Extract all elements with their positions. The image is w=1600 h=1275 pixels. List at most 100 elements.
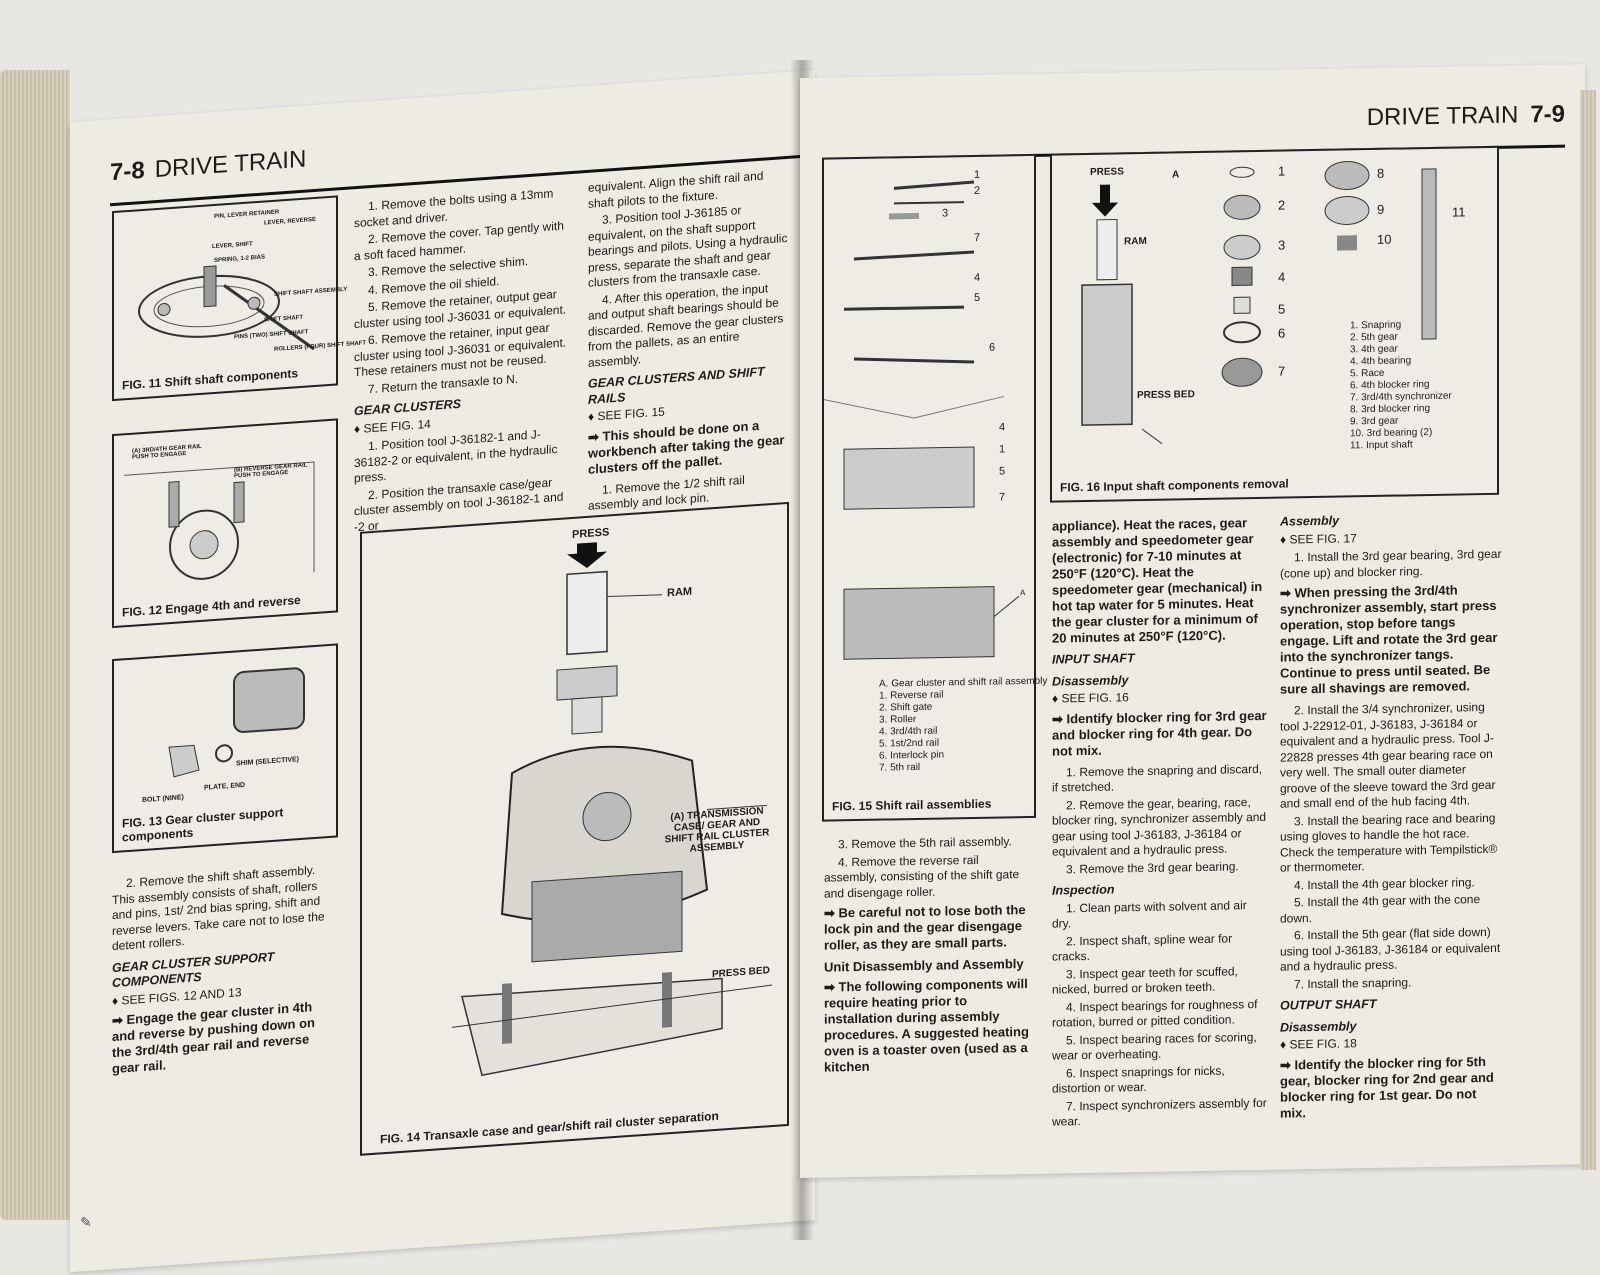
fig16-label-press-bed: PRESS BED [1137, 389, 1195, 402]
fig13-drawing [168, 667, 305, 778]
right-col3-step-3: 3. Install the bearing race and bearing … [1280, 810, 1498, 875]
left-col3-step-2: 3. Position tool J-36185 or equivalent, … [588, 203, 788, 290]
left-col1-text: 2. Remove the shift shaft assembly. This… [112, 861, 337, 1083]
right-col1-heading: Unit Disassembly and Assembly [824, 956, 1024, 975]
right-col2-heading-inspection: Inspection [1052, 882, 1115, 898]
right-col2-step-3: 3. Remove the 3rd gear bearing. [1066, 858, 1239, 876]
fig12-caption: FIG. 12 Engage 4th and reverse [122, 592, 301, 620]
page-edges-right [1580, 90, 1596, 1170]
right-col3-see: ♦ SEE FIG. 17 [1280, 530, 1357, 547]
page-edges-left [0, 70, 70, 1220]
fig14-caption: FIG. 14 Transaxle case and gear/shift ra… [380, 1108, 719, 1147]
fig16-callout-11: 11 [1452, 204, 1466, 220]
fig15-callout-7: 7 [974, 231, 981, 244]
fig16-label-a: A [1172, 169, 1180, 181]
fig16-legend-item: 11. Input shaft [1350, 439, 1413, 452]
right-col3-heading-output-shaft: OUTPUT SHAFT [1280, 996, 1377, 1013]
right-col3-step-1: 1. Install the 3rd gear bearing, 3rd gea… [1280, 546, 1502, 581]
right-col3-note2: ➡ Identify the blocker ring for 5th gear… [1280, 1053, 1494, 1121]
right-col3-heading-assembly: Assembly [1280, 513, 1340, 529]
fig16-callout-2: 2 [1278, 197, 1286, 213]
right-col1-note: ➡ Be careful not to lose both the lock p… [824, 902, 1026, 953]
right-col3-step-7: 7. Install the snapring. [1294, 974, 1412, 991]
right-col2-heading-input-shaft: INPUT SHAFT [1052, 651, 1135, 667]
fig11-drawing [138, 265, 315, 351]
fig14-label-ram: RAM [667, 585, 693, 600]
right-col3-heading-disassembly: Disassembly [1280, 1018, 1357, 1035]
right-col2-see: ♦ SEE FIG. 16 [1052, 690, 1129, 706]
right-col1-text: 3. Remove the 5th rail assembly. 4. Remo… [824, 834, 1034, 1081]
left-page-number: 7-8 [110, 156, 145, 187]
fig15-caption: FIG. 15 Shift rail assemblies [832, 796, 992, 814]
fig15-drawing [823, 180, 1020, 660]
right-page: DRIVE TRAIN 7-9 1 2 3 7 4 5 [800, 64, 1585, 1179]
right-col3-text: Assembly ♦ SEE FIG. 17 1. Install the 3r… [1280, 511, 1505, 1127]
right-col2-heating-text: appliance). Heat the races, gear assembl… [1052, 515, 1263, 646]
fig15-callout-5: 5 [974, 291, 981, 304]
fig16-callout-3: 3 [1278, 237, 1286, 253]
fig16-callout-5: 5 [1278, 301, 1286, 317]
fig16-callout-6: 6 [1278, 325, 1286, 341]
right-col2-step-2: 2. Remove the gear, bearing, race, block… [1052, 794, 1267, 859]
fig16-callout-7: 7 [1278, 363, 1286, 379]
fig15-callout-a: A [1020, 588, 1026, 598]
fig16-callout-9: 9 [1377, 201, 1385, 217]
fig15-callout-1: 1 [974, 168, 981, 181]
right-col2-inspect-2: 2. Inspect shaft, spline wear for cracks… [1052, 930, 1233, 964]
left-margin-mark: ✎ [80, 1213, 92, 1231]
fig16-legend: 1. Snapring 2. 5th gear 3. 4th gear 4. 4… [1350, 318, 1490, 452]
right-col1-step-3: 3. Remove the 5th rail assembly. [838, 834, 1012, 852]
fig15-callout-4: 4 [974, 271, 981, 284]
left-col3-text: equivalent. Align the shift rail and sha… [588, 167, 788, 534]
right-col2-inspect-5: 5. Inspect bearing races for scoring, we… [1052, 1029, 1257, 1063]
right-section-title: DRIVE TRAIN [1366, 101, 1519, 132]
left-col3-note: ➡ This should be done on a workbench aft… [588, 417, 785, 477]
fig15-callout-3: 3 [942, 207, 949, 220]
fig15-callout-1b: 1 [999, 443, 1006, 456]
left-col3-step-3: 4. After this operation, the input and o… [588, 280, 784, 370]
figure-15: 1 2 3 7 4 5 6 4 1 5 7 A A. Gear cluster … [822, 153, 1047, 822]
fig16-callout-1: 1 [1278, 163, 1286, 179]
fig16-drawing [1081, 160, 1437, 445]
right-col2-inspect-3: 3. Inspect gear teeth for scuffed, nicke… [1052, 963, 1238, 997]
fig14-drawing [451, 542, 773, 1077]
fig14-label-case: (A) TRANSMISSION CASE/ GEAR AND SHIFT RA… [664, 805, 770, 855]
left-page: 7-8 DRIVE TRAIN PIN, LEVER RETAINER LEVE… [70, 70, 815, 1273]
right-col2-inspect-1: 1. Clean parts with solvent and air dry. [1052, 897, 1247, 931]
fig15-legend-item: 7. 5th rail [879, 761, 921, 774]
figure-12: (A) 3RD/4TH GEAR RAIL PUSH TO ENGAGE (B)… [112, 418, 338, 629]
right-page-number: 7-9 [1530, 100, 1565, 129]
right-col3-see2: ♦ SEE FIG. 18 [1280, 1036, 1357, 1052]
left-col2-text: 1. Remove the bolts using a 13mm socket … [354, 185, 572, 537]
left-section-title: DRIVE TRAIN [154, 145, 307, 184]
right-col2-step-1: 1. Remove the snapring and discard, if s… [1052, 761, 1263, 795]
fig16-label-press: PRESS [1090, 166, 1124, 178]
right-col2-note: ➡ Identify blocker ring for 3rd gear and… [1052, 707, 1267, 759]
right-col2-inspect-4: 4. Inspect bearings for roughness of rot… [1052, 996, 1258, 1030]
fig15-callout-2: 2 [974, 184, 981, 197]
fig15-callout-7b: 7 [999, 491, 1006, 504]
right-col2-inspect-6: 6. Inspect snaprings for nicks, distorti… [1052, 1063, 1225, 1096]
fig16-callout-4: 4 [1278, 269, 1286, 285]
right-col2-text: appliance). Heat the races, gear assembl… [1052, 515, 1267, 1132]
right-col3-step-2: 2. Install the 3/4 synchronizer, using t… [1280, 700, 1496, 811]
right-col1-step-4: 4. Remove the reverse rail assembly, con… [824, 852, 1020, 901]
fig16-callout-8: 8 [1377, 165, 1385, 181]
fig16-label-ram: RAM [1124, 235, 1147, 248]
right-col2-heading-disassembly: Disassembly [1052, 672, 1129, 689]
fig16-callout-10: 10 [1377, 231, 1392, 247]
right-col3-step-4: 4. Install the 4th gear blocker ring. [1294, 874, 1475, 892]
left-col1-paragraph: 2. Remove the shift shaft assembly. This… [112, 862, 325, 954]
fig15-legend: A. Gear cluster and shift rail assembly … [879, 676, 1047, 775]
fig15-callout-5b: 5 [999, 465, 1006, 478]
figure-16: PRESS RAM PRESS BED A 1 2 3 4 5 6 7 8 9 … [1050, 145, 1499, 503]
right-col3-step-6: 6. Install the 5th gear (flat side down)… [1280, 924, 1501, 974]
left-col1-note: ➡ Engage the gear cluster in 4th and rev… [112, 999, 315, 1077]
right-col2-inspect-7: 7. Inspect synchronizers assembly for we… [1052, 1095, 1267, 1129]
right-col3-note: ➡ When pressing the 3rd/4th synchronizer… [1280, 582, 1498, 697]
right-col3-step-5: 5. Install the 4th gear with the cone do… [1280, 892, 1481, 926]
figure-11: PIN, LEVER RETAINER LEVER, REVERSE LEVER… [112, 195, 366, 402]
right-col1-note2: ➡ The following components will require … [824, 975, 1029, 1075]
fig15-callout-4b: 4 [999, 421, 1006, 434]
